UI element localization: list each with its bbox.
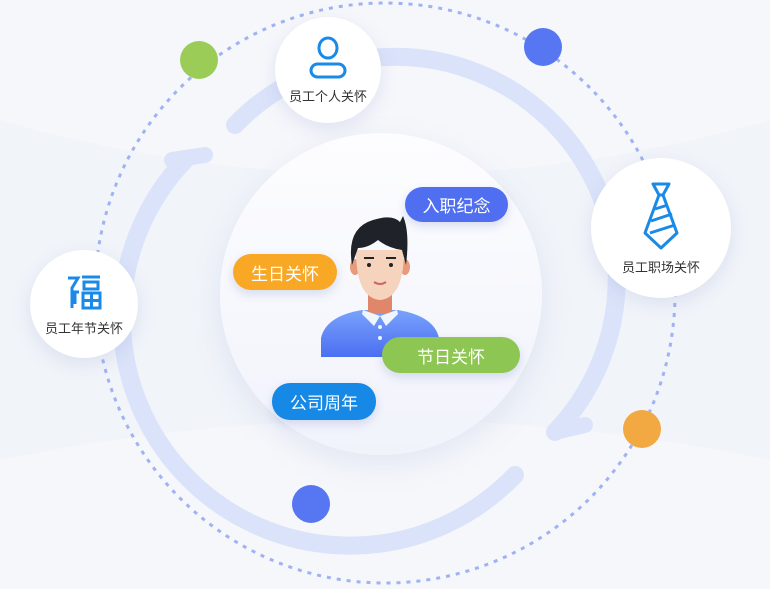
- node-label: 员工年节关怀: [44, 321, 123, 337]
- node-label: 员工个人关怀: [288, 89, 367, 105]
- tag-holiday-care[interactable]: 节日关怀: [382, 337, 520, 373]
- fu-blessing-icon: [68, 275, 102, 309]
- orange-orbit-dot: [623, 410, 661, 448]
- person-icon: [309, 36, 347, 78]
- node-personal-care[interactable]: 员工个人关怀: [275, 17, 381, 123]
- node-festival-care[interactable]: 员工年节关怀: [30, 250, 138, 358]
- node-workplace-care[interactable]: 员工职场关怀: [591, 158, 731, 298]
- employee-avatar-illustration: [321, 216, 439, 357]
- tag-birthday-care[interactable]: 生日关怀: [233, 254, 337, 290]
- tie-icon: [643, 182, 679, 249]
- node-label: 员工职场关怀: [621, 260, 700, 276]
- tag-label: 节日关怀: [417, 347, 485, 368]
- tag-label: 生日关怀: [251, 264, 319, 285]
- blue-orbit-dot-bottom: [292, 485, 330, 523]
- cycle-arrow-arc-left: [112, 151, 524, 555]
- blue-orbit-dot: [524, 28, 562, 66]
- tag-label: 公司周年: [290, 394, 358, 414]
- tag-label: 入职纪念: [422, 197, 491, 217]
- green-orbit-dot: [180, 41, 218, 79]
- tag-company-anniversary[interactable]: 公司周年: [272, 383, 376, 420]
- tag-onboarding-anniversary[interactable]: 入职纪念: [405, 187, 508, 222]
